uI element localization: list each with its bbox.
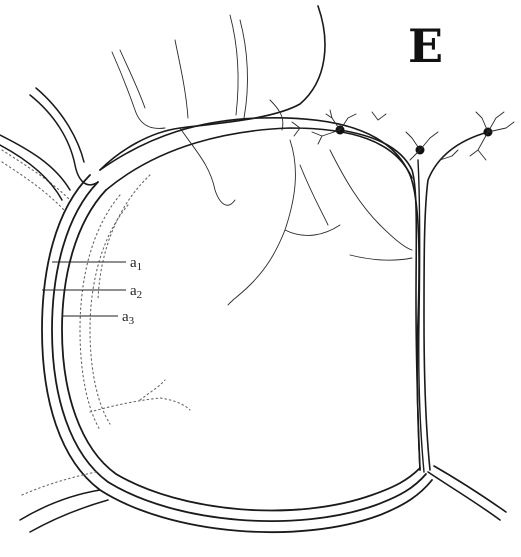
- axon-bundle-bottom-split-2: [434, 466, 506, 512]
- inner-wall-arc: [106, 128, 412, 190]
- dotted-layer-3: [98, 175, 150, 300]
- label-a3: a3: [122, 309, 135, 327]
- fiber-interior-2: [228, 140, 295, 305]
- panel-letter: E: [408, 19, 443, 73]
- fiber-interior-4: [330, 150, 412, 250]
- axon-bundle-left: [340, 130, 420, 470]
- label-a2: a2: [130, 283, 142, 301]
- wall-layer-3: [62, 190, 420, 511]
- lower-left-tube-b: [30, 500, 108, 532]
- fiber-interior-3: [285, 225, 340, 235]
- dotted-layer-1: [80, 195, 120, 430]
- fiber-upper-3: [175, 40, 188, 118]
- wall-layer-2: [52, 182, 426, 521]
- axon-bundle-right: [424, 132, 488, 470]
- upper-left-tube-c: [0, 135, 70, 190]
- wall-layer-1: [42, 175, 432, 532]
- upper-left-tube-d: [0, 145, 62, 200]
- upper-left-tube-a: [30, 95, 98, 185]
- label-a1: a1: [130, 255, 142, 273]
- upper-left-tube-b: [36, 88, 84, 162]
- fiber-interior-6: [300, 165, 328, 225]
- fiber-interior-5: [350, 255, 412, 260]
- fiber-upper-5: [240, 20, 247, 118]
- lower-left-tube-a: [20, 490, 100, 520]
- fiber-upper-4: [230, 15, 238, 115]
- axon-bundle-bottom-split: [428, 472, 500, 520]
- cell-boundary-inner-top: [100, 118, 420, 470]
- dotted-interior-fiber-2: [140, 380, 165, 400]
